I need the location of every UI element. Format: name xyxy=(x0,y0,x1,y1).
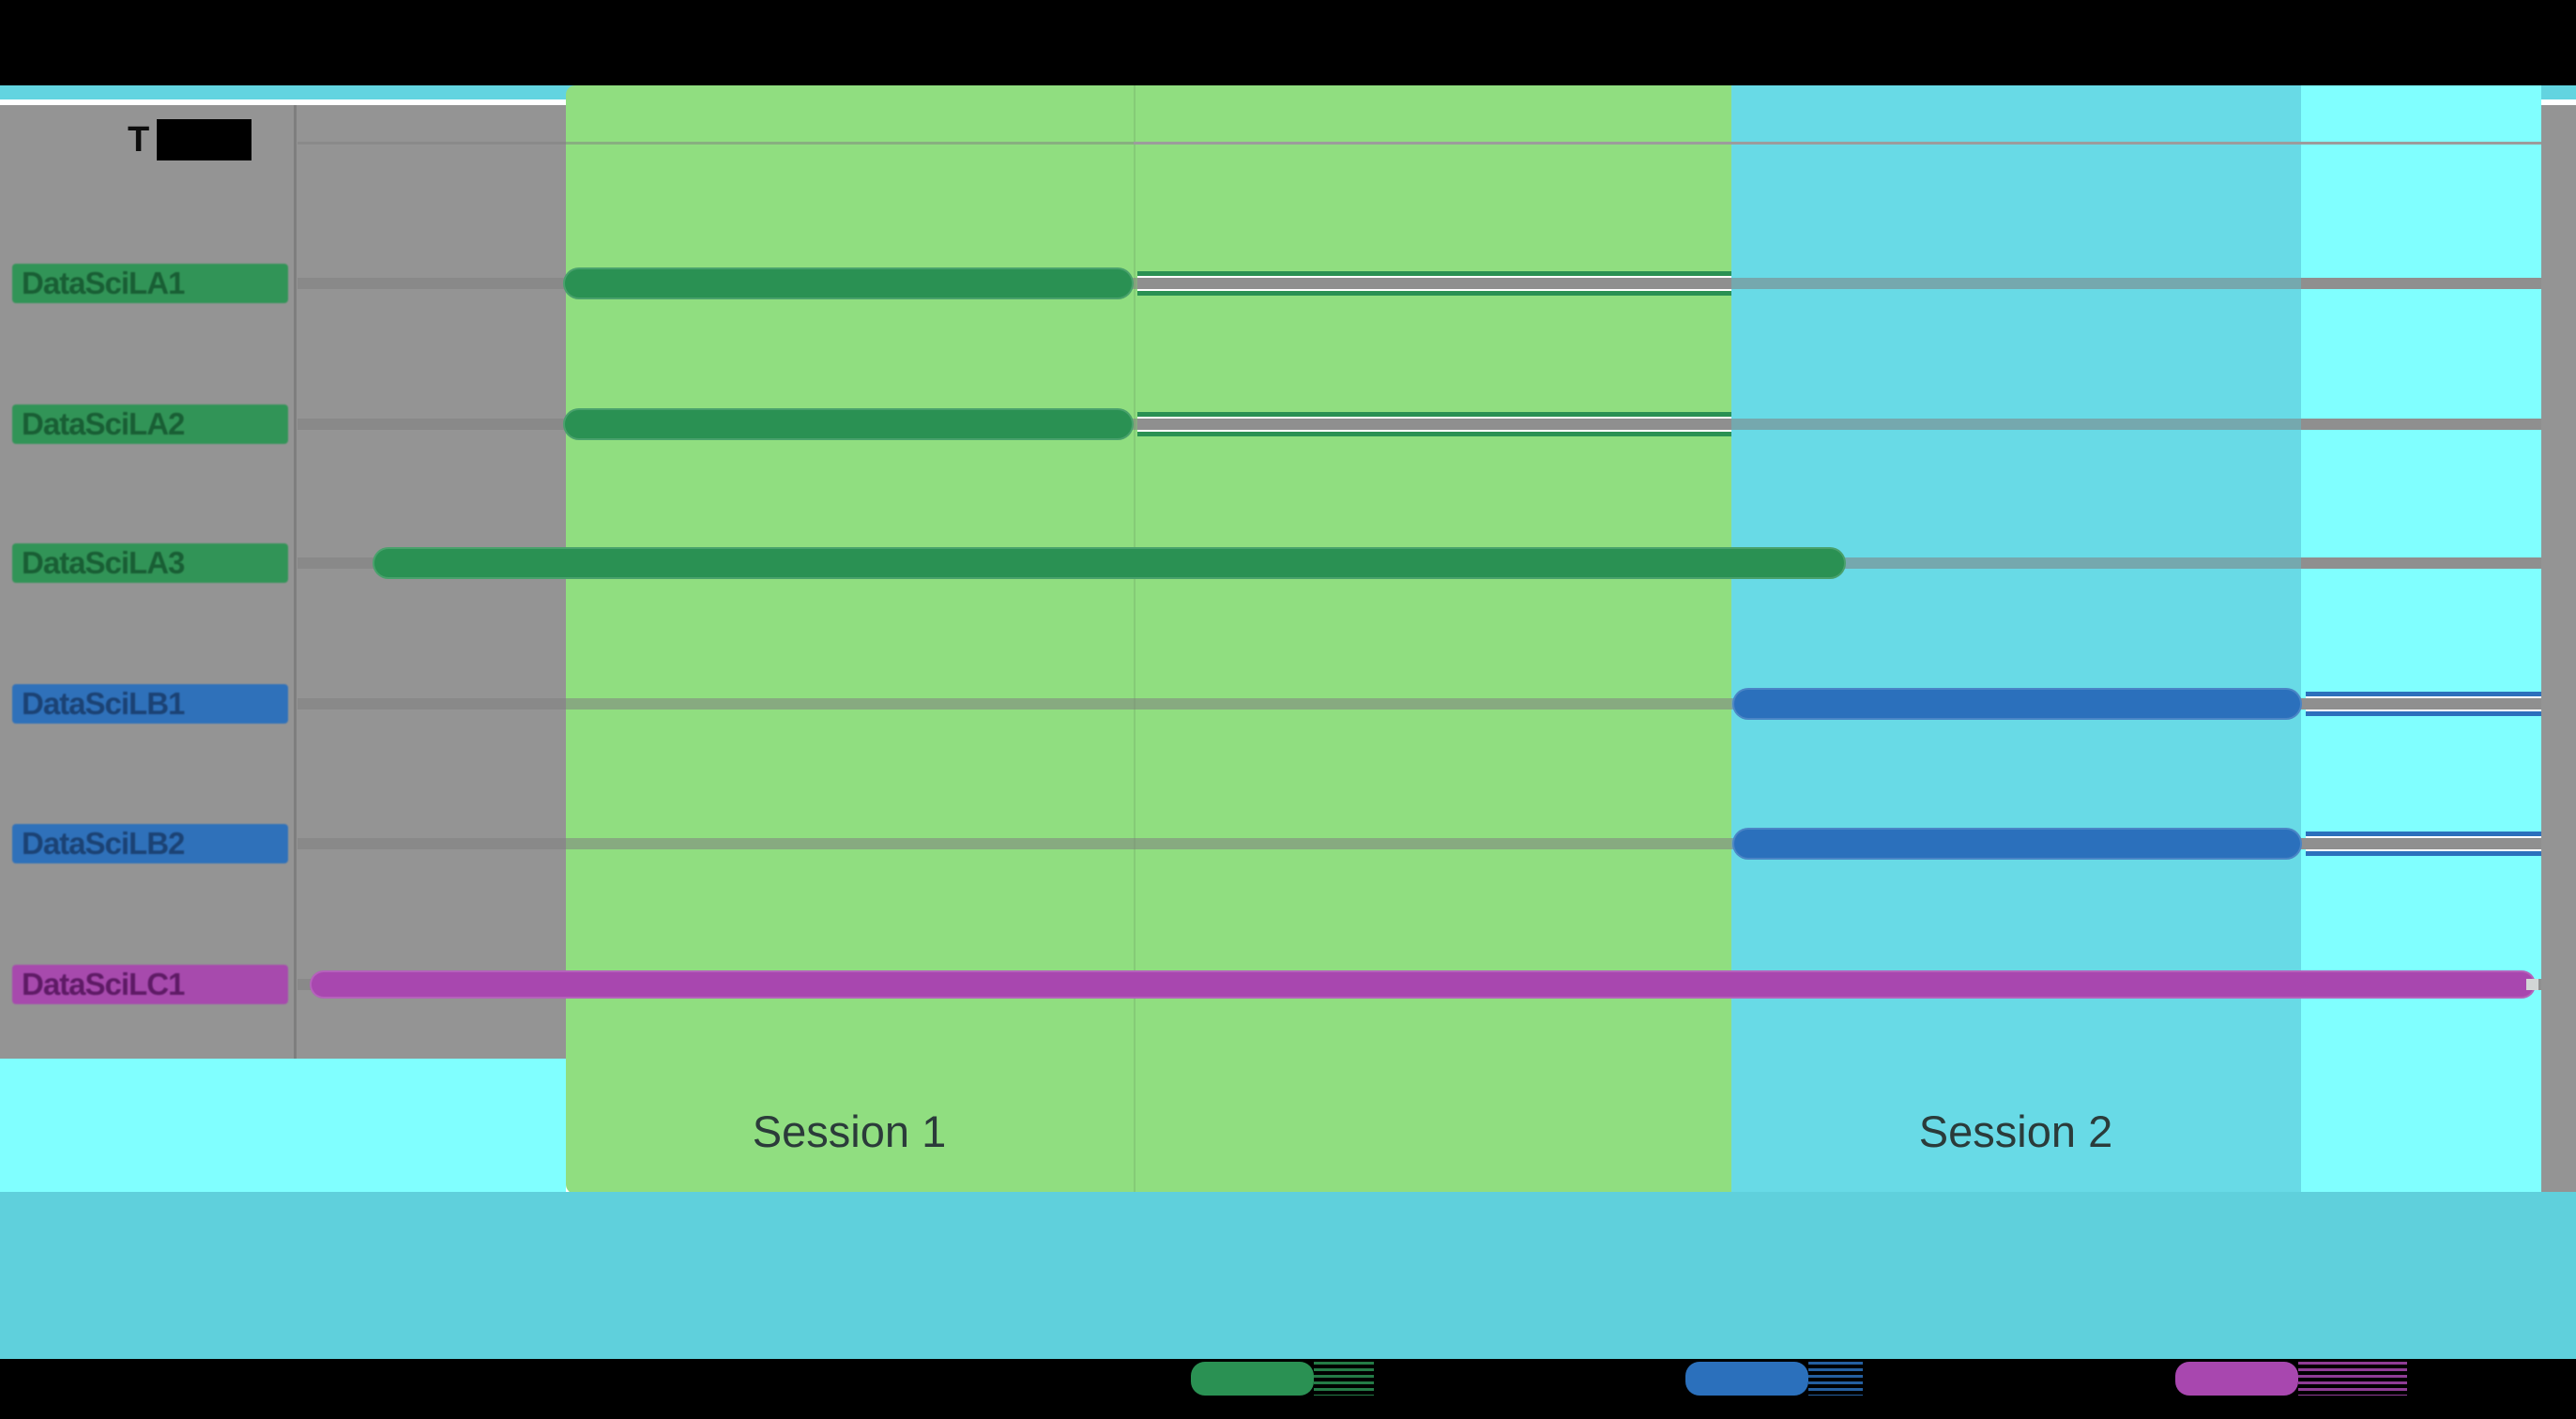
right-gray-strip xyxy=(2541,105,2576,1192)
legend-swatch xyxy=(2175,1362,2298,1396)
session2-column xyxy=(1731,85,2301,1194)
row-label-DataSciLB2[interactable]: DataSciLB2 xyxy=(12,824,288,863)
gantt-bar-DataSciLA1[interactable] xyxy=(563,267,1134,299)
row-window-core xyxy=(1137,419,1731,430)
row-window-gap xyxy=(2306,710,2541,711)
row-window xyxy=(1137,271,1731,296)
gantt-bar-DataSciLA3[interactable] xyxy=(373,547,1846,579)
row-label-DataSciLB1[interactable]: DataSciLB1 xyxy=(12,684,288,724)
label-panel-separator xyxy=(294,105,297,1059)
row-window xyxy=(2306,692,2541,716)
row-window-core xyxy=(1137,278,1731,289)
legend-swatch-tail xyxy=(1808,1362,1863,1396)
row-window-gap xyxy=(2306,849,2541,851)
legend-item-1[interactable] xyxy=(1685,1362,2082,1396)
legend-item-0[interactable] xyxy=(1191,1362,1593,1396)
redaction-box xyxy=(157,119,252,160)
legend-swatch xyxy=(1685,1362,1808,1396)
row-window-edge xyxy=(1137,412,1731,417)
row-window xyxy=(1137,412,1731,436)
row-window-edge xyxy=(2306,692,2541,696)
row-track-line-right xyxy=(2301,557,2541,569)
bottom-cyan-band xyxy=(0,1192,2576,1359)
row-window-edge xyxy=(2306,832,2541,836)
row-window-edge xyxy=(2306,851,2541,856)
legend-swatch xyxy=(1191,1362,1314,1396)
row-window-gap xyxy=(2306,696,2541,698)
row-window-edge xyxy=(2306,711,2541,716)
row-window-gap xyxy=(1137,430,1731,432)
gantt-bar-DataSciLB1[interactable] xyxy=(1732,688,2302,720)
row-window-gap xyxy=(1137,289,1731,291)
session2-label: Session 2 xyxy=(1918,1106,2113,1156)
gantt-bar-DataSciLA2[interactable] xyxy=(563,408,1134,440)
session1-label: Session 1 xyxy=(752,1106,947,1156)
row-label-DataSciLC1[interactable]: DataSciLC1 xyxy=(12,965,288,1004)
row-window-gap xyxy=(1137,276,1731,278)
row-window-edge xyxy=(1137,432,1731,436)
row-window-gap xyxy=(2306,836,2541,838)
title-bar xyxy=(0,0,2576,85)
legend-item-2[interactable] xyxy=(2175,1362,2576,1396)
time-column-header: T xyxy=(128,120,150,160)
bar-end-marker xyxy=(2526,979,2538,990)
legend-swatch-tail xyxy=(2298,1362,2407,1396)
row-window-gap xyxy=(1137,417,1731,419)
row-window-edge xyxy=(1137,271,1731,276)
gantt-bar-DataSciLB2[interactable] xyxy=(1732,828,2302,860)
time-tick-line xyxy=(1134,85,1136,1194)
gantt-bar-DataSciLC1[interactable] xyxy=(310,970,2536,999)
row-label-DataSciLA2[interactable]: DataSciLA2 xyxy=(12,404,288,444)
row-window-core xyxy=(2306,838,2541,849)
row-label-DataSciLA1[interactable]: DataSciLA1 xyxy=(12,264,288,303)
row-window-core xyxy=(2306,698,2541,710)
session1-column xyxy=(566,85,1731,1194)
row-label-DataSciLA3[interactable]: DataSciLA3 xyxy=(12,543,288,583)
overflow-column xyxy=(2301,85,2541,1194)
header-gridline xyxy=(297,142,1134,145)
legend-swatch-tail xyxy=(1314,1362,1374,1396)
header-gridline-right xyxy=(1134,142,2541,145)
row-window xyxy=(2306,832,2541,856)
row-window-edge xyxy=(1137,291,1731,296)
label-panel-footer xyxy=(0,1059,566,1192)
row-track-line-right xyxy=(2301,419,2541,430)
row-track-line-right xyxy=(2301,278,2541,289)
